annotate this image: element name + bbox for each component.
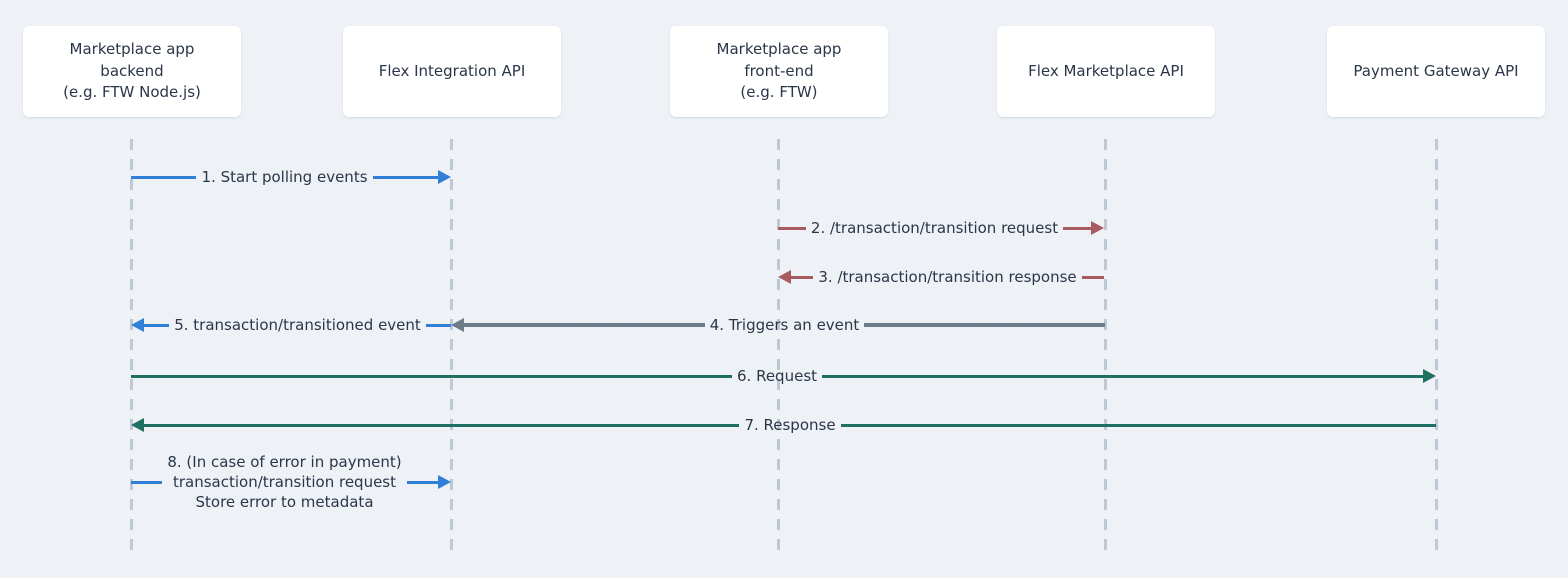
participant-backend-line1: Marketplace app — [69, 39, 195, 58]
message-7-line-head — [144, 423, 740, 427]
message-8-label-line3: Store error to metadata — [195, 493, 374, 512]
message-5-line-head — [144, 323, 170, 327]
participant-marketplace-api[interactable]: Flex Marketplace API — [997, 26, 1215, 117]
message-5-transaction-transitioned-event[interactable]: 5. transaction/transitioned event — [131, 314, 452, 336]
message-6-line — [131, 374, 732, 378]
arrowhead-right-icon — [1091, 221, 1105, 235]
message-8-error-transaction-transition-request[interactable]: 8. (In case of error in payment) transac… — [131, 446, 451, 518]
arrowhead-left-icon — [131, 318, 144, 332]
message-3-line-head — [791, 275, 814, 279]
message-5-label: 5. transaction/transitioned event — [174, 315, 421, 334]
message-4-label: 4. Triggers an event — [709, 315, 860, 334]
arrowhead-left-icon — [131, 418, 144, 432]
message-7-label: 7. Response — [744, 415, 836, 434]
participant-integration-api-line1: Flex Integration API — [378, 61, 526, 80]
message-6-line-tail — [822, 374, 1424, 378]
arrowhead-right-icon — [438, 475, 451, 489]
participant-frontend-line2: front-end — [744, 61, 814, 80]
participant-frontend[interactable]: Marketplace app front-end (e.g. FTW) — [670, 26, 888, 117]
participant-integration-api[interactable]: Flex Integration API — [343, 26, 561, 117]
message-6-label: 6. Request — [737, 366, 818, 385]
message-1-line-tail — [372, 175, 438, 179]
message-4-triggers-an-event[interactable]: 4. Triggers an event — [451, 314, 1105, 336]
message-8-label-line2: transaction/transition request — [172, 472, 397, 491]
lifeline-frontend — [777, 139, 780, 551]
message-4-line-head — [464, 323, 705, 327]
message-5-line — [425, 323, 452, 327]
message-8-label: 8. (In case of error in payment) transac… — [162, 452, 406, 513]
participant-frontend-line3: (e.g. FTW) — [740, 83, 818, 102]
participant-frontend-line1: Marketplace app — [716, 39, 842, 58]
participant-payment-gateway[interactable]: Payment Gateway API — [1327, 26, 1545, 117]
participant-backend-line2: backend — [100, 61, 164, 80]
message-6-request[interactable]: 6. Request — [131, 365, 1437, 387]
arrowhead-right-icon — [1423, 369, 1437, 383]
message-2-label: 2. /transaction/transition request — [810, 218, 1059, 237]
lifeline-marketplace-api — [1104, 139, 1107, 551]
participant-backend[interactable]: Marketplace app backend (e.g. FTW Node.j… — [23, 26, 241, 117]
message-3-transaction-transition-response[interactable]: 3. /transaction/transition response — [778, 266, 1104, 288]
arrowhead-right-icon — [438, 170, 451, 184]
message-3-line — [1081, 275, 1104, 279]
participant-payment-gateway-line1: Payment Gateway API — [1353, 61, 1519, 80]
lifeline-backend — [130, 139, 133, 551]
message-8-line-tail — [406, 480, 438, 484]
message-8-label-line1: 8. (In case of error in payment) — [167, 452, 402, 471]
message-1-line — [131, 175, 197, 179]
message-2-transaction-transition-request[interactable]: 2. /transaction/transition request — [778, 217, 1105, 239]
arrowhead-left-icon — [778, 270, 791, 284]
message-4-line — [864, 323, 1105, 327]
message-2-line — [778, 226, 806, 230]
participant-backend-line3: (e.g. FTW Node.js) — [63, 83, 201, 102]
message-8-line — [131, 480, 163, 484]
message-7-line — [840, 423, 1436, 427]
message-1-start-polling-events[interactable]: 1. Start polling events — [131, 166, 451, 188]
message-2-line-tail — [1063, 226, 1092, 230]
lifeline-integration-api — [450, 139, 453, 551]
message-3-label: 3. /transaction/transition response — [818, 267, 1077, 286]
lifeline-payment-gateway — [1435, 139, 1438, 551]
message-1-label: 1. Start polling events — [201, 167, 368, 186]
participant-marketplace-api-line1: Flex Marketplace API — [1028, 61, 1184, 80]
arrowhead-left-icon — [451, 318, 464, 332]
message-7-response[interactable]: 7. Response — [131, 414, 1436, 436]
